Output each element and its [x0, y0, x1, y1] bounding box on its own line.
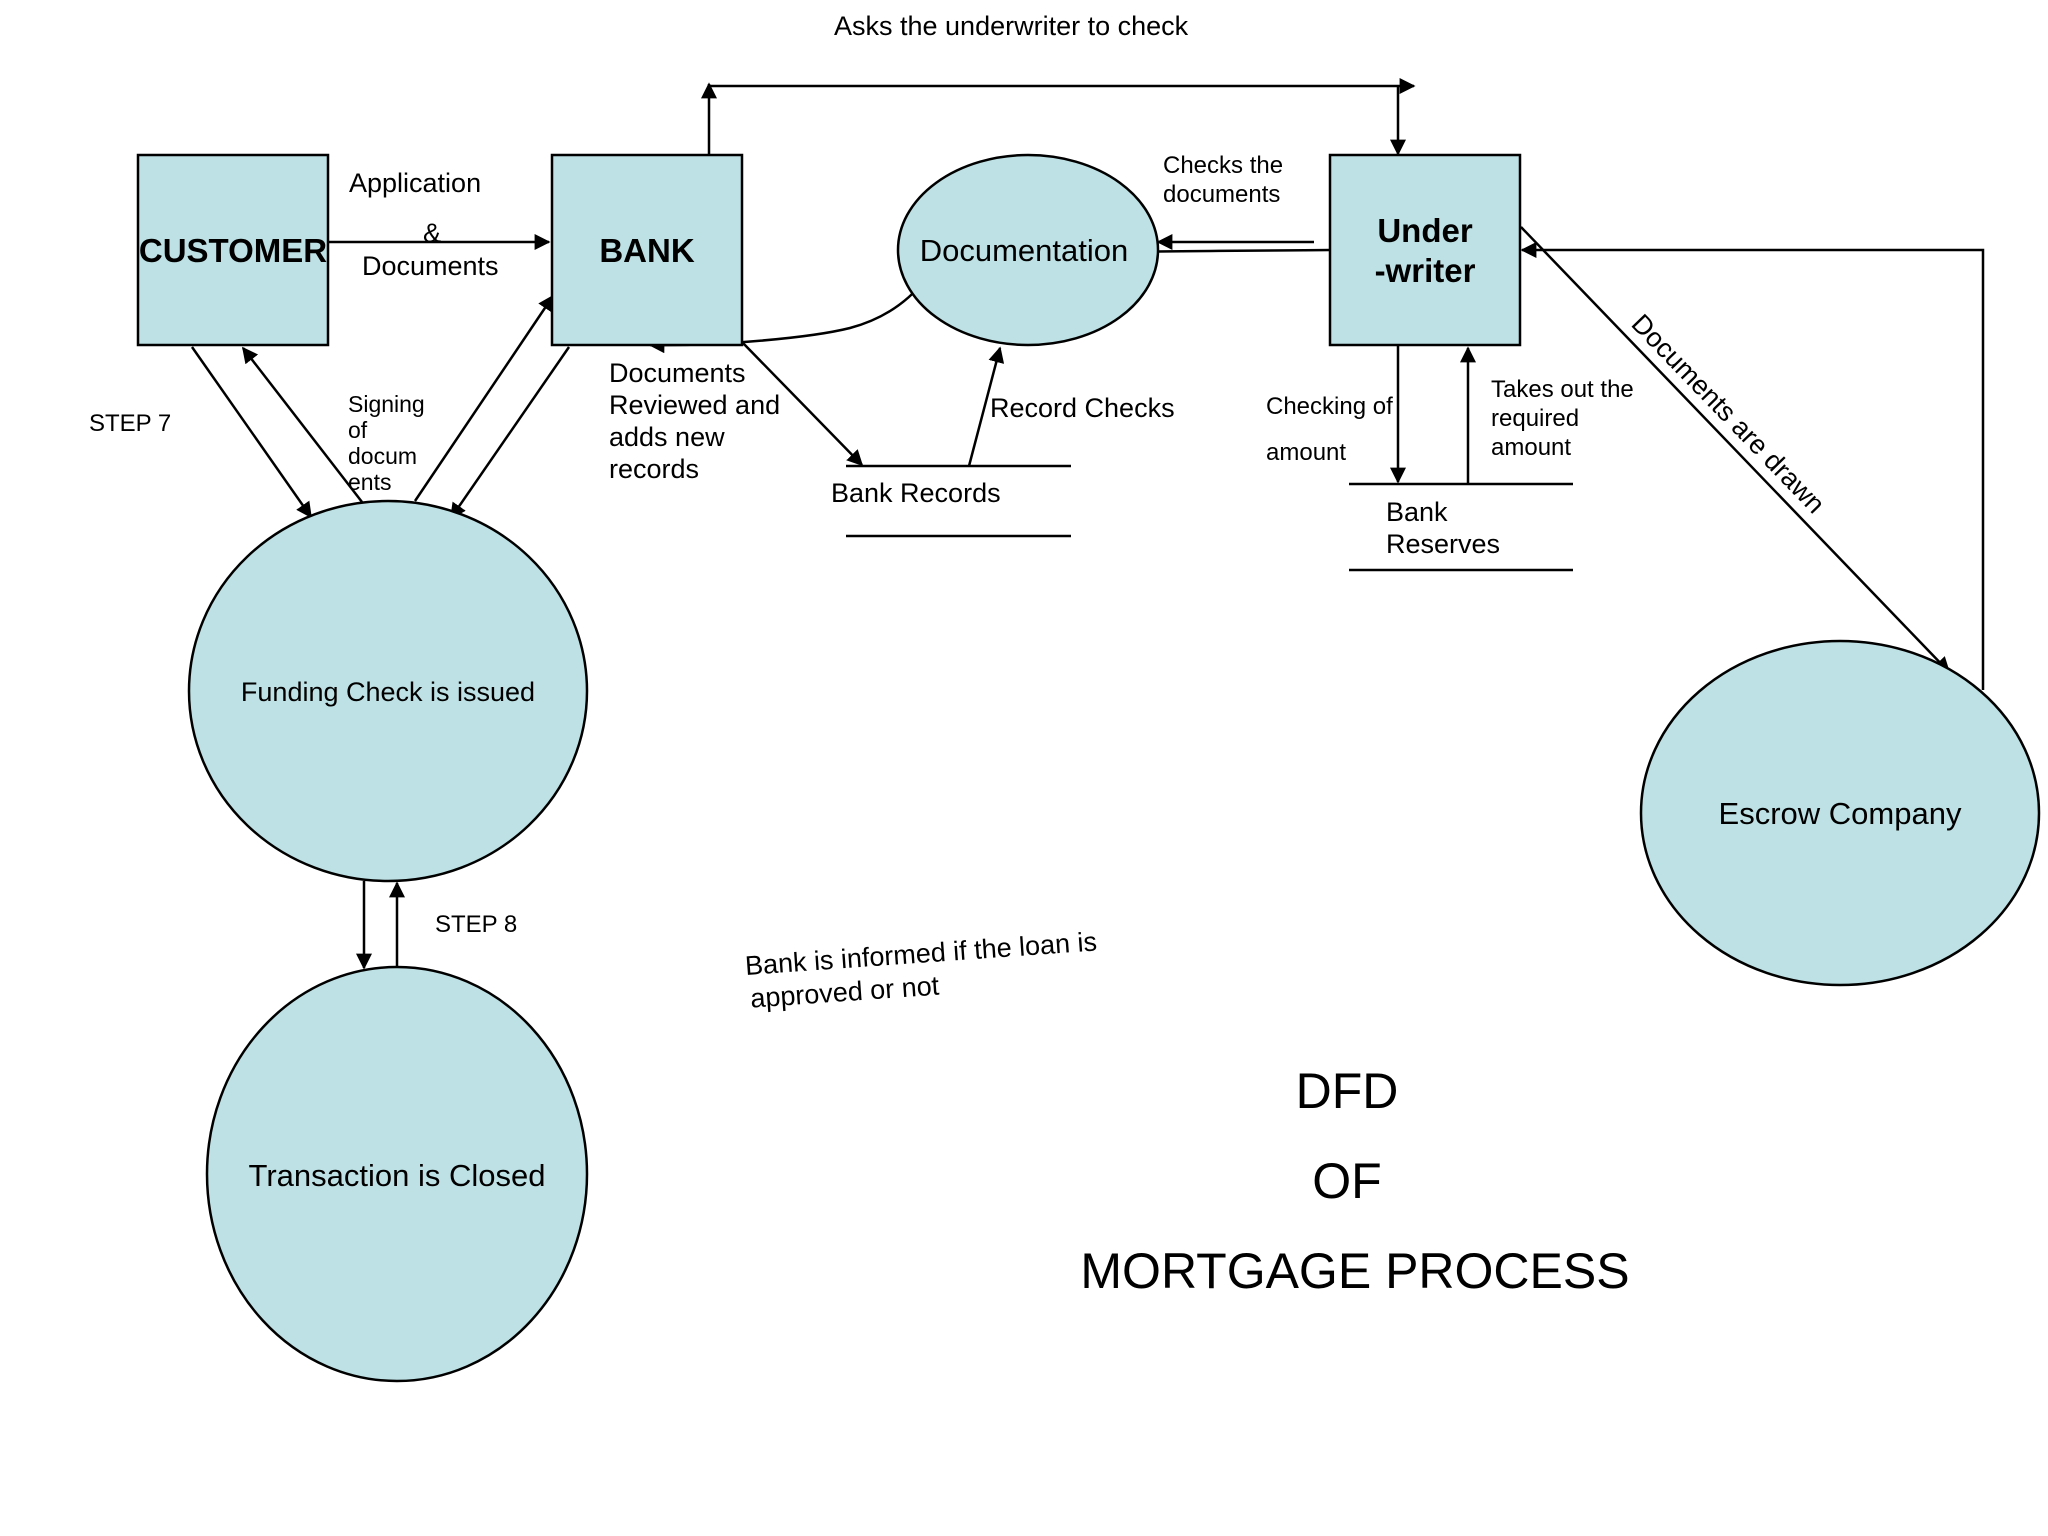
edge-bank-to-underwriter-top	[707, 78, 1416, 154]
edge-bank-to-bank-records	[741, 341, 864, 467]
edge-funding-to-customer	[242, 346, 363, 503]
edge-escrow-to-underwriter	[1520, 242, 1985, 690]
application-label-2: &	[423, 218, 441, 248]
edge-underwriter-to-escrow	[1520, 226, 1951, 674]
takes-out-label-2: required	[1491, 405, 1579, 432]
application-label-1: Application	[349, 168, 481, 198]
takes-out-label-3: amount	[1491, 434, 1571, 461]
bank-reserves-label-2: Reserves	[1386, 529, 1500, 559]
edge-bank-records-to-documentation	[967, 346, 1005, 467]
edge-funding-to-bank	[413, 294, 555, 502]
documents-reviewed-label-2: Reviewed and	[609, 390, 780, 420]
checking-amount-label-1: Checking of	[1266, 393, 1393, 420]
underwriter-label-1: Under	[1377, 212, 1473, 249]
signing-label-2: of	[348, 417, 368, 443]
title-line-2: OF	[1312, 1153, 1381, 1209]
asks-underwriter-label: Asks the underwriter to check	[834, 11, 1189, 41]
checks-documents-label-2: documents	[1163, 181, 1280, 208]
record-checks-label: Record Checks	[990, 393, 1175, 423]
bank-label: BANK	[599, 232, 694, 269]
step7-label: STEP 7	[89, 410, 171, 437]
checking-amount-label-2: amount	[1266, 439, 1346, 466]
signing-label-1: Signing	[348, 391, 425, 417]
entity-bank: BANK	[550, 153, 744, 347]
title-line-1: DFD	[1296, 1063, 1399, 1119]
closed-label: Transaction is Closed	[249, 1158, 546, 1193]
documents-reviewed-label-3: adds new	[609, 422, 725, 452]
signing-label-4: ents	[348, 469, 391, 495]
process-transaction-closed: Transaction is Closed	[205, 965, 589, 1383]
bank-reserves-label-1: Bank	[1386, 497, 1448, 527]
documents-reviewed-label-4: records	[609, 454, 699, 484]
data-store-bank-reserves: Bank Reserves	[1349, 482, 1573, 572]
bank-informed-note: Bank is informed if the loan is approved…	[744, 926, 1098, 1013]
edge-customer-to-funding	[190, 346, 313, 519]
step8-label: STEP 8	[435, 911, 517, 938]
documents-reviewed-label-1: Documents	[609, 358, 746, 388]
title-line-3: MORTGAGE PROCESS	[1080, 1243, 1629, 1299]
diagram-title: DFD OF MORTGAGE PROCESS	[1080, 1063, 1629, 1299]
customer-label: CUSTOMER	[139, 232, 327, 269]
takes-out-label-1: Takes out the	[1491, 376, 1634, 403]
process-escrow-company: Escrow Company	[1639, 639, 2041, 987]
edge-bank-to-funding	[449, 346, 571, 520]
entity-customer: CUSTOMER	[136, 153, 330, 347]
signing-label-3: docum	[348, 443, 417, 469]
underwriter-label-2: -writer	[1375, 252, 1476, 289]
documents-drawn-label: Documents are drawn	[1626, 308, 1831, 519]
process-funding-check: Funding Check is issued	[187, 499, 589, 883]
entity-underwriter: Under -writer	[1328, 153, 1522, 347]
funding-label: Funding Check is issued	[241, 677, 535, 707]
escrow-label: Escrow Company	[1719, 796, 1962, 831]
documentation-label: Documentation	[920, 233, 1129, 268]
bank-records-label: Bank Records	[831, 478, 1001, 508]
data-store-bank-records: Bank Records	[831, 464, 1071, 538]
process-documentation: Documentation	[896, 153, 1160, 347]
checks-documents-label-1: Checks the	[1163, 152, 1283, 179]
application-label-3: Documents	[362, 251, 499, 281]
